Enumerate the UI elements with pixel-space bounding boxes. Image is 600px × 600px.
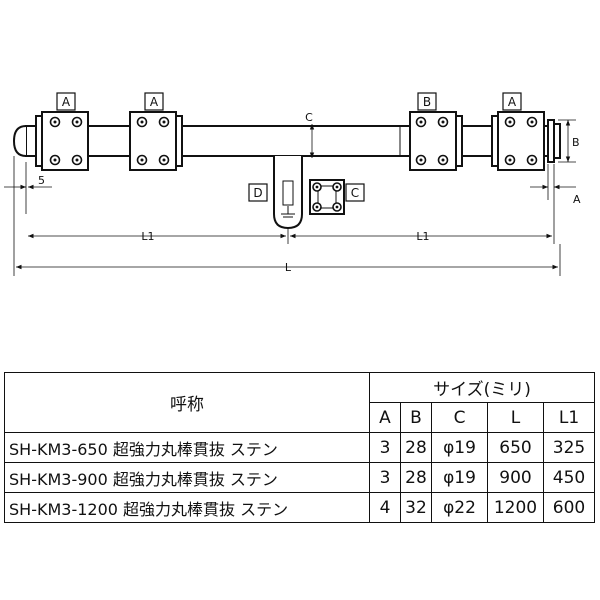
label-box-b: B: [417, 92, 437, 111]
dimension-l: L: [13, 156, 561, 276]
table-row: SH-KM3-650 超強力丸棒貫抜 ステン 3 28 φ19 650 325: [4, 432, 596, 463]
table-subheader-row: A B C L L1: [5, 402, 596, 433]
row-c: φ19: [431, 432, 488, 463]
dimension-c: C: [305, 111, 315, 158]
row-a: 3: [369, 462, 401, 493]
row-name: SH-KM3-900 超強力丸棒貫抜 ステン: [4, 462, 370, 493]
label-box-a3: A: [502, 92, 522, 111]
col-a-header: A: [369, 402, 401, 433]
label-box-c: C: [345, 183, 365, 202]
row-b: 28: [400, 462, 432, 493]
name-header: 呼称: [4, 372, 370, 433]
dim-a-text: A: [573, 193, 581, 206]
row-l: 900: [487, 462, 544, 493]
row-l1: 600: [542, 492, 596, 523]
row-a: 4: [369, 492, 401, 523]
table-row: SH-KM3-900 超強力丸棒貫抜 ステン 3 28 φ19 900 450: [4, 462, 596, 493]
dim-l-text: L: [285, 261, 292, 274]
row-name: SH-KM3-1200 超強力丸棒貫抜 ステン: [4, 492, 370, 523]
dim-l1-left-text: L1: [141, 230, 154, 243]
label-a2-text: A: [150, 95, 159, 109]
table-row: SH-KM3-1200 超強力丸棒貫抜 ステン 4 32 φ22 1200 60…: [4, 492, 596, 523]
row-c: φ22: [431, 492, 488, 523]
row-name: SH-KM3-650 超強力丸棒貫抜 ステン: [4, 432, 370, 463]
receiver-plate-c: [309, 179, 345, 215]
table-header-row: 呼称 サイズ(ミリ): [4, 372, 596, 433]
handle-d: [273, 156, 303, 230]
dimension-five: 5: [4, 162, 52, 214]
label-a3-text: A: [508, 95, 517, 109]
col-b-header: B: [400, 402, 432, 433]
bracket-a-right: [491, 111, 545, 171]
label-c-text: C: [351, 186, 359, 200]
row-l1: 450: [542, 462, 596, 493]
label-b-text: B: [423, 95, 431, 109]
bolt-diagram: A A B A D C C B A: [4, 92, 581, 276]
row-c: φ19: [431, 462, 488, 493]
row-l1: 325: [542, 432, 596, 463]
col-l-header: L: [487, 402, 544, 433]
dim-c-text: C: [305, 111, 313, 124]
label-box-a1: A: [56, 92, 76, 111]
dimension-b: B: [558, 119, 580, 163]
bracket-a-left: [35, 111, 89, 171]
spec-table: 呼称 サイズ(ミリ) A B C L L1 SH-KM3-650 超強力丸棒貫抜…: [4, 372, 596, 523]
end-knob: [547, 119, 561, 163]
bracket-a-middle: [129, 111, 183, 171]
col-c-header: C: [431, 402, 488, 433]
dim-five-text: 5: [38, 174, 45, 187]
col-l1-header: L1: [542, 402, 596, 433]
dimension-a: A: [530, 164, 581, 206]
bracket-b: [409, 111, 463, 171]
size-header: サイズ(ミリ): [368, 372, 596, 403]
row-l: 1200: [487, 492, 544, 523]
label-d-text: D: [253, 186, 262, 200]
dimension-l1: L1 L1: [28, 200, 555, 244]
row-a: 3: [369, 432, 401, 463]
row-b: 32: [400, 492, 432, 523]
label-box-d: D: [248, 183, 268, 202]
round-bar: [12, 125, 549, 157]
label-a1-text: A: [62, 95, 71, 109]
row-l: 650: [487, 432, 544, 463]
dim-l1-right-text: L1: [416, 230, 429, 243]
row-b: 28: [400, 432, 432, 463]
label-box-a2: A: [144, 92, 164, 111]
dim-b-text: B: [572, 136, 580, 149]
